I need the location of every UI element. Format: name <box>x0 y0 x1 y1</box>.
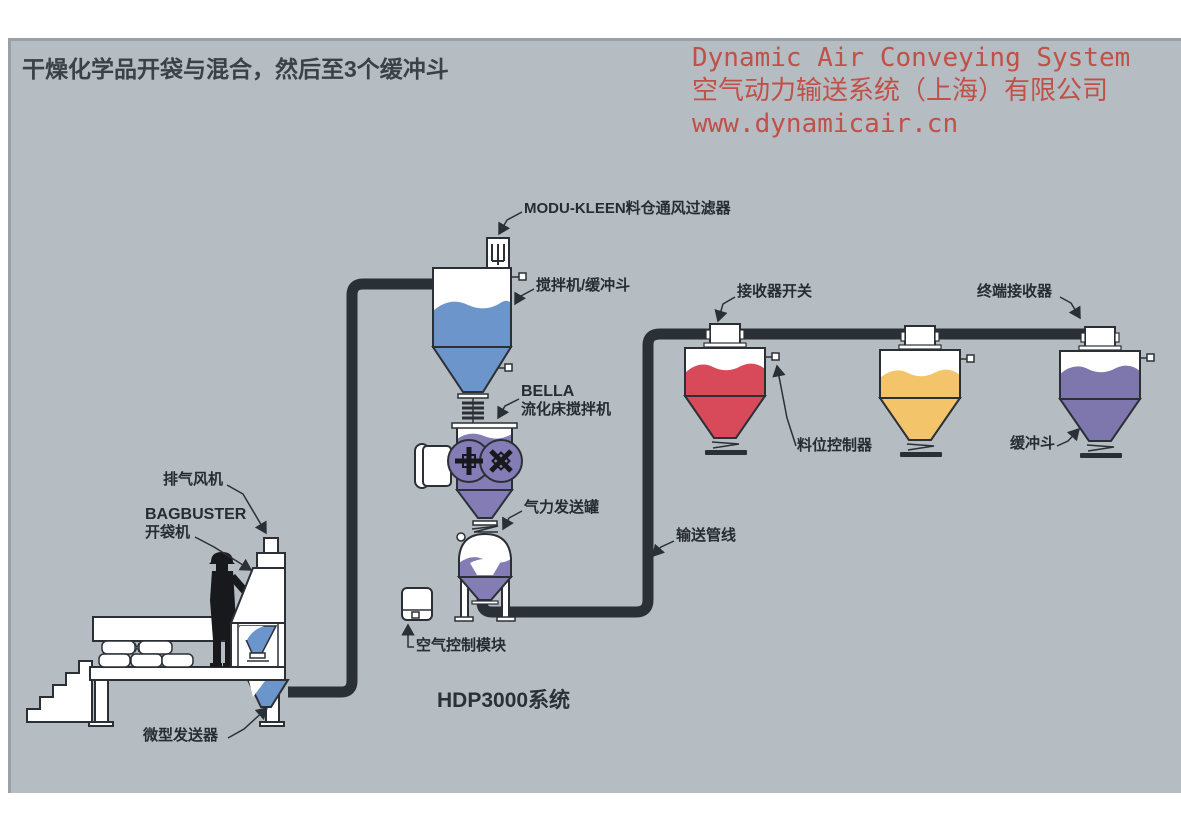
brand-block: Dynamic Air Conveying System 空气动力输送系统（上海… <box>692 42 1130 141</box>
label-terminal-receiver: 终端接收器 <box>977 283 1053 300</box>
label-air-control-module: 空气控制模块 <box>416 637 507 654</box>
label-bagbuster-type: 开袋机 <box>145 524 191 541</box>
stairs <box>26 660 93 723</box>
brand-line-cn: 空气动力输送系统（上海）有限公司 <box>692 76 1109 106</box>
micro-transporter <box>246 679 290 708</box>
air-control-module <box>401 587 433 621</box>
label-exhaust-fan: 排气风机 <box>163 471 224 488</box>
system-name-label: HDP3000系统 <box>437 689 571 712</box>
label-modu-kleen-filter: MODU-KLEEN料仓通风过滤器 <box>524 200 731 217</box>
leader-pipeline <box>652 540 675 558</box>
feed-pipe <box>288 278 436 698</box>
bag-table <box>92 616 228 668</box>
leader-air-control <box>401 623 415 648</box>
label-buffer-hopper: 缓冲斗 <box>1010 435 1056 452</box>
leader-bella <box>497 398 520 420</box>
leader-bagbuster <box>194 536 253 571</box>
label-level-controller: 料位控制器 <box>797 437 873 454</box>
label-bella-name: BELLA <box>521 383 575 400</box>
brand-url[interactable]: www.dynamicair.cn <box>692 109 959 139</box>
leader-mixer-hopper <box>514 288 535 306</box>
page-title: 干燥化学品开袋与混合，然后至3个缓冲斗 <box>22 56 449 82</box>
bella-fluid-bed-mixer <box>414 422 523 533</box>
leader-level-controller <box>772 364 797 447</box>
bagbuster-bag-opener <box>229 537 286 668</box>
label-conveying-pipeline: 输送管线 <box>676 527 737 544</box>
label-micro-transporter: 微型发送器 <box>143 727 219 744</box>
leader-terminal-receiver <box>1059 296 1081 320</box>
modu-kleen-filter <box>486 237 510 269</box>
leader-modu-kleen <box>498 211 523 236</box>
leader-receiver-switch <box>714 296 736 323</box>
receiver-purple <box>1058 326 1155 458</box>
label-receiver-switch: 接收器开关 <box>737 283 813 300</box>
label-bagbuster-name: BAGBUSTER <box>145 506 247 523</box>
worker-silhouette <box>209 552 249 667</box>
label-pneumatic-transporter: 气力发送罐 <box>524 499 600 516</box>
conveying-pipeline <box>476 328 1102 618</box>
brand-line-en: Dynamic Air Conveying System <box>692 43 1131 73</box>
label-bella-type: 流化床搅拌机 <box>521 401 612 418</box>
pneumatic-transporter <box>454 532 516 622</box>
label-mixer-buffer-hopper: 搅拌机/缓冲斗 <box>536 277 631 294</box>
mixer-buffer-hopper <box>431 267 527 423</box>
leader-exhaust-fan <box>226 484 267 535</box>
leader-buffer-hopper <box>1056 427 1081 447</box>
leader-transporter <box>502 510 523 531</box>
leader-lines <box>194 211 1081 739</box>
receiver-red <box>683 323 780 455</box>
receiver-yellow <box>878 325 975 457</box>
leader-micro-transporter <box>227 706 269 739</box>
platform <box>88 666 286 727</box>
